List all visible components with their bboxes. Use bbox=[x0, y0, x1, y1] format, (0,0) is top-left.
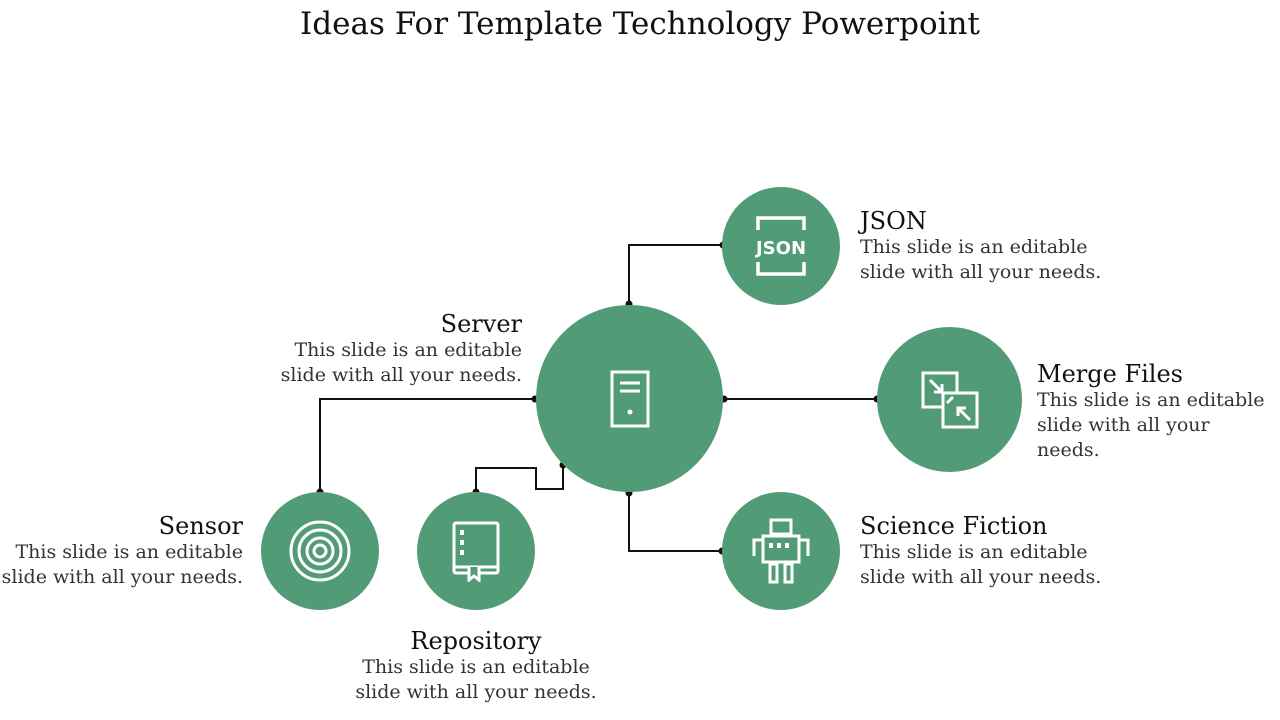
repository-heading: Repository bbox=[410, 627, 542, 655]
sensor-circle[interactable] bbox=[261, 492, 379, 610]
merge-files-label: Merge Files This slide is an editable sl… bbox=[1037, 360, 1277, 463]
json-heading: JSON bbox=[860, 207, 927, 235]
server-desc-line1: This slide is an editable bbox=[294, 339, 522, 361]
science-fiction-desc-line2: slide with all your needs. bbox=[860, 566, 1102, 588]
server-label: Server This slide is an editable slide w… bbox=[262, 310, 522, 388]
merge-files-icon bbox=[921, 371, 978, 428]
sensor-heading: Sensor bbox=[158, 512, 243, 540]
repository-label: Repository This slide is an editable sli… bbox=[346, 627, 606, 705]
merge-files-heading: Merge Files bbox=[1037, 360, 1183, 388]
science-fiction-circle[interactable] bbox=[722, 492, 840, 610]
connector-repository bbox=[475, 465, 564, 492]
sensor-label: Sensor This slide is an editable slide w… bbox=[0, 512, 243, 590]
science-fiction-desc-line1: This slide is an editable bbox=[860, 541, 1088, 563]
connector-scifi bbox=[628, 493, 722, 552]
connector-json bbox=[628, 244, 722, 305]
json-label: JSON This slide is an editable slide wit… bbox=[860, 207, 1140, 285]
server-icon bbox=[610, 370, 649, 427]
connector-sensor bbox=[319, 398, 535, 492]
robot-icon bbox=[752, 518, 810, 584]
merge-files-desc-line1: This slide is an editable bbox=[1037, 389, 1265, 411]
json-desc-line1: This slide is an editable bbox=[860, 236, 1088, 258]
server-heading: Server bbox=[440, 310, 522, 338]
json-icon: JSON bbox=[754, 216, 806, 276]
science-fiction-heading: Science Fiction bbox=[860, 512, 1048, 540]
repository-circle[interactable] bbox=[417, 492, 535, 610]
svg-text:JSON: JSON bbox=[754, 238, 806, 259]
book-icon bbox=[452, 521, 500, 582]
sensor-desc-line1: This slide is an editable bbox=[15, 541, 243, 563]
server-desc-line2: slide with all your needs. bbox=[280, 364, 522, 386]
merge-files-desc-line2: slide with all your needs. bbox=[1037, 414, 1210, 461]
json-circle[interactable]: JSON bbox=[722, 187, 840, 305]
repository-desc-line1: This slide is an editable bbox=[362, 656, 590, 678]
target-icon bbox=[289, 520, 351, 582]
repository-desc-line2: slide with all your needs. bbox=[355, 681, 597, 703]
server-circle[interactable] bbox=[536, 305, 723, 492]
slide-title: Ideas For Template Technology Powerpoint bbox=[300, 6, 980, 42]
science-fiction-label: Science Fiction This slide is an editabl… bbox=[860, 512, 1140, 590]
sensor-desc-line2: slide with all your needs. bbox=[1, 566, 243, 588]
merge-files-circle[interactable] bbox=[877, 327, 1022, 472]
json-desc-line2: slide with all your needs. bbox=[860, 261, 1102, 283]
